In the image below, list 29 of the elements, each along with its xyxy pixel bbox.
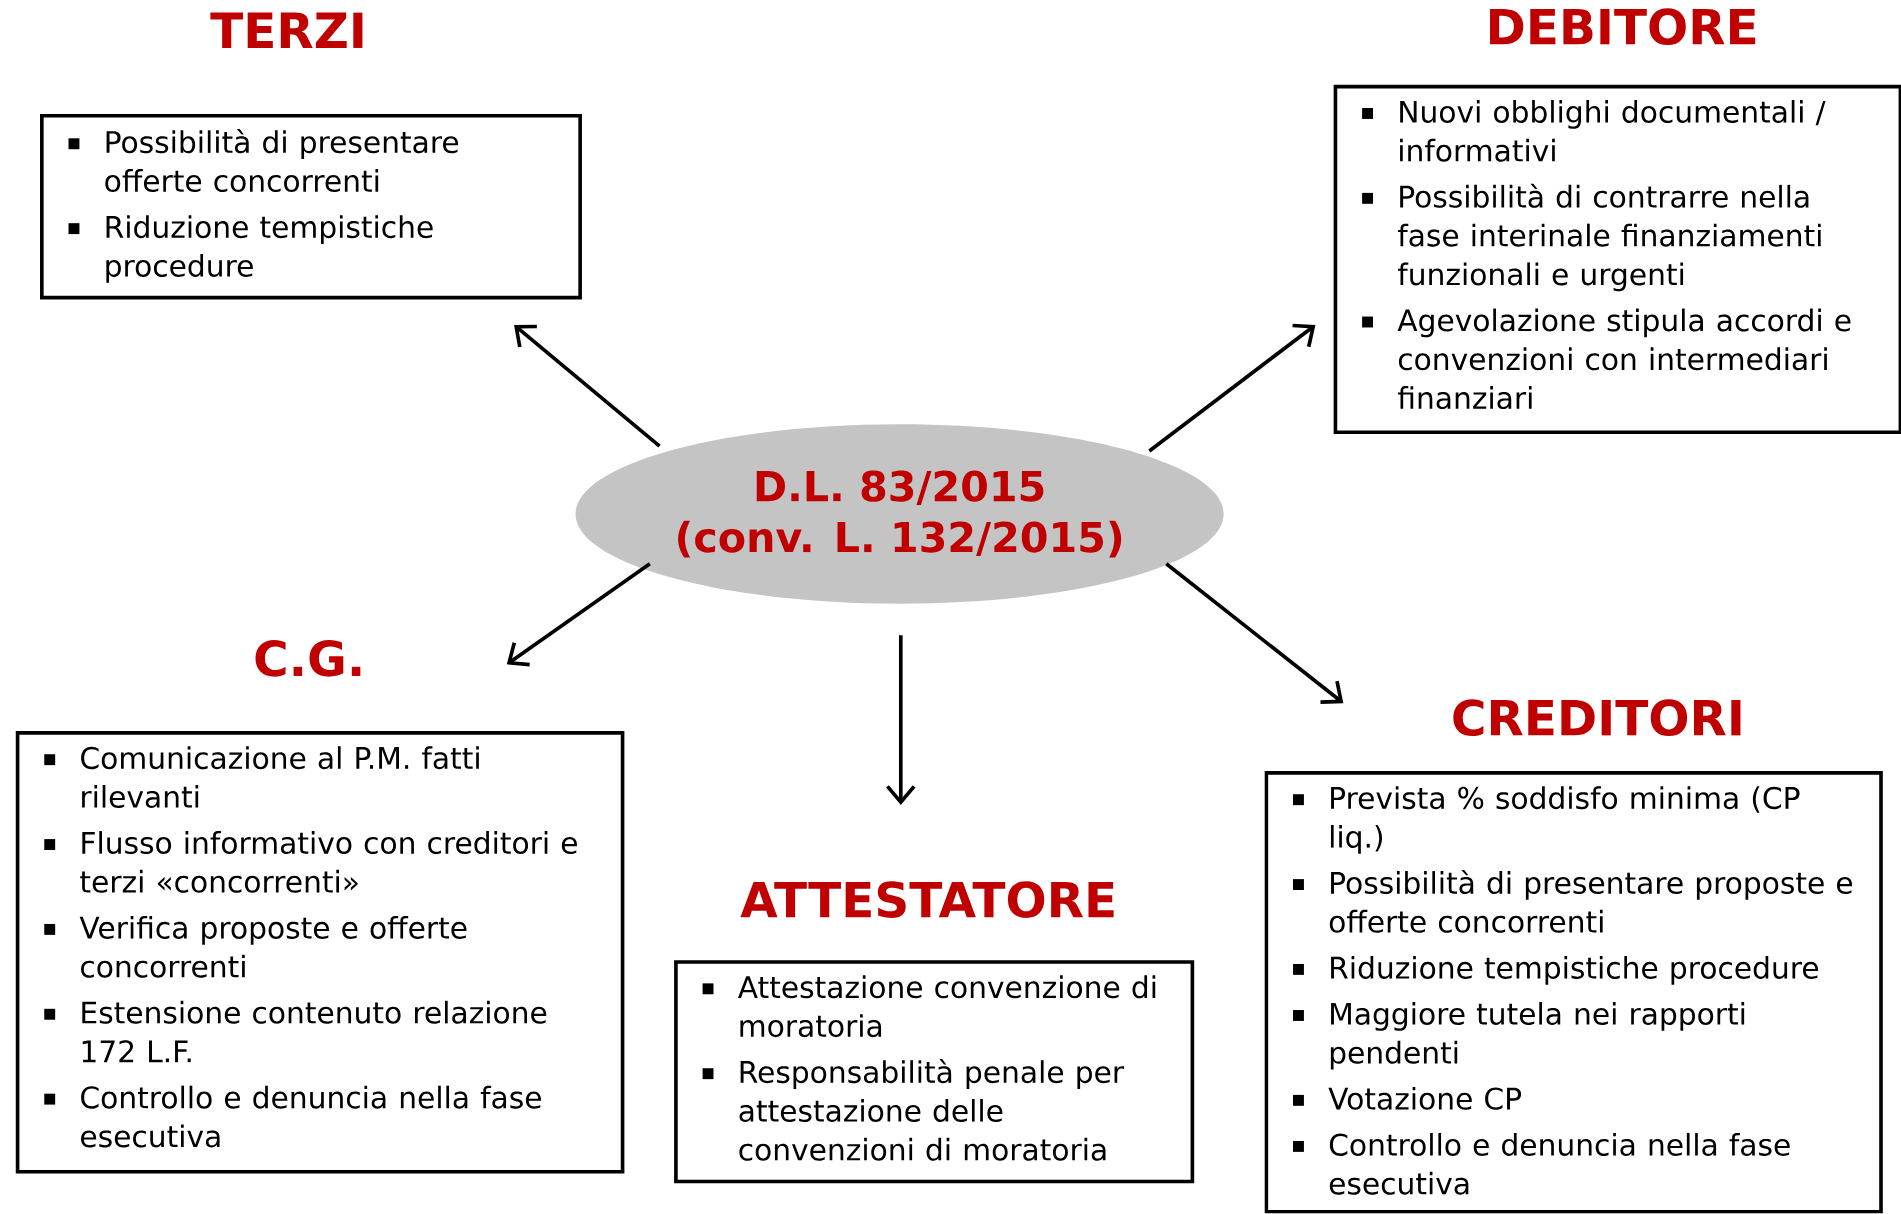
arrow (1148, 323, 1316, 453)
heading: CREDITORI (1453, 699, 1741, 737)
bullet-item: Verifica proposte e offerte concorrenti (44, 916, 467, 978)
bullet-item: Possibilità di contrarre nella fase interinale finanziamenti funzionali e urgenti (1362, 183, 1821, 292)
heading: ATTESTATORE (740, 881, 1114, 919)
bullet-item: Possibilità di presentare proposte e offerte concorrenti (1293, 870, 1853, 934)
bullet-item: Controllo e denuncia nella fase esecutiva (44, 1085, 541, 1148)
bullet-item: Controllo e denuncia nella fase esecutiva (1293, 1133, 1790, 1195)
bullet-item: Riduzione tempistiche procedure (1293, 956, 1819, 985)
arrow (506, 562, 651, 667)
bullet-item: Prevista % soddisfo minima (CP liq.) (1293, 786, 1800, 854)
arrow (1165, 562, 1344, 705)
arrow (886, 635, 916, 806)
bullet-item: Agevolazione stipula accordi e convenzioni con intermediari finanziari (1362, 308, 1851, 410)
bullet-item: Comunicazione al P.M. fatti rilevanti (44, 746, 479, 809)
bullet-item: Nuovi obblighi documentali / informativi (1362, 100, 1826, 162)
bullet-item: Responsabilità penale per attestazione delle convenzioni di moratoria (702, 1059, 1125, 1161)
ellipse-node: D.L. 83/2015 (conv. L. 132/2015) (575, 424, 1224, 604)
bullet-item: Attestazione convenzione di moratoria (702, 975, 1156, 1038)
heading: DEBITORE (1490, 8, 1756, 46)
arrow (514, 324, 661, 448)
bullet-item: Estensione contenuto relazione 172 L.F. (44, 1001, 547, 1063)
bullet-item: Possibilità di presentare offerte concorrenti (68, 129, 459, 193)
heading: C.G. (255, 640, 361, 677)
bullet-item: Maggiore tutela nei rapporti pendenti (1293, 1002, 1745, 1070)
bullet-item: Flusso informativo con creditori e terzi «concorrenti» (44, 831, 577, 894)
bullet-item: Riduzione tempistiche procedure (68, 215, 433, 283)
bullet-item: Votazione CP (1293, 1087, 1522, 1111)
heading: TERZI (210, 12, 363, 49)
